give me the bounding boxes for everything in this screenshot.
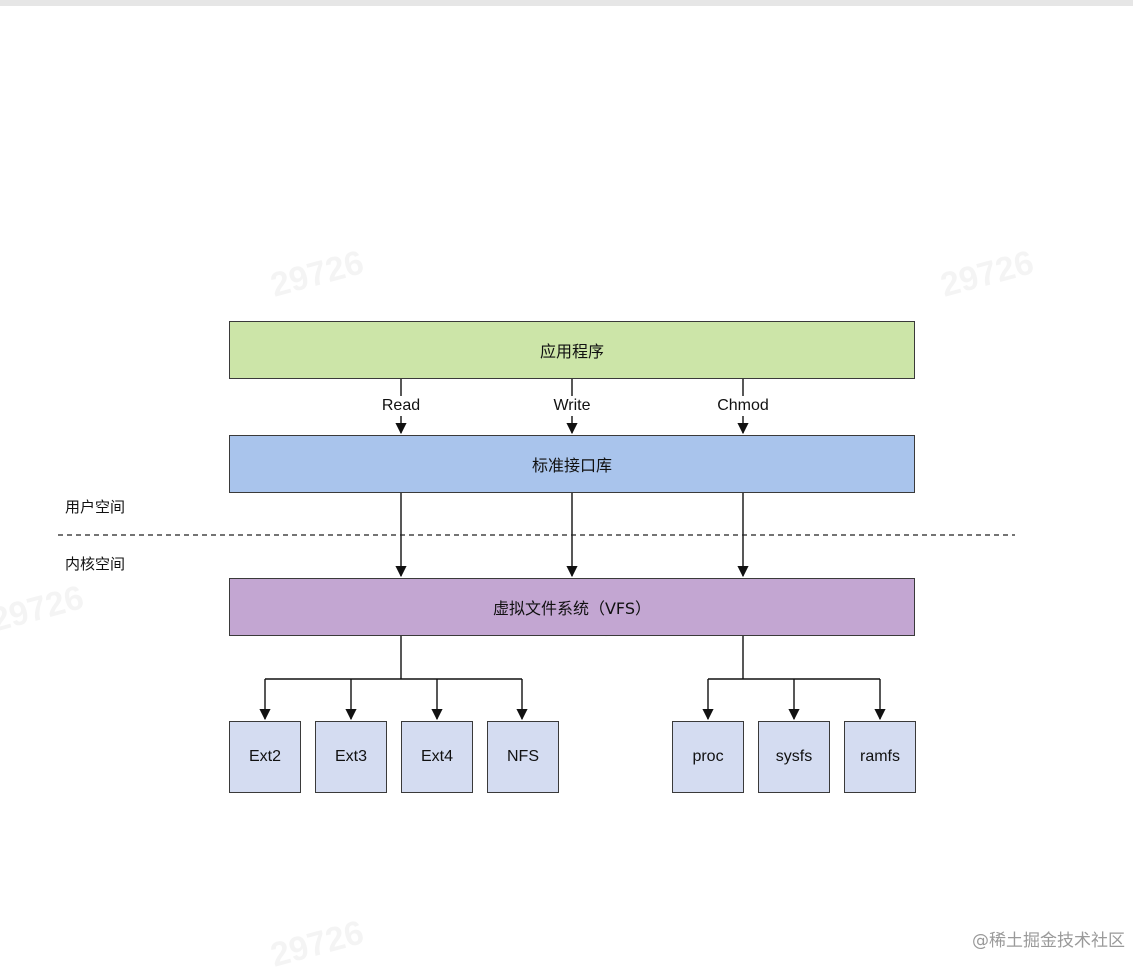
fs-node-sysfs: sysfs [758, 721, 830, 793]
fs-node-ramfs: ramfs [844, 721, 916, 793]
fs-node-label: sysfs [775, 748, 813, 765]
app-node-label: 应用程序 [539, 342, 604, 361]
top-bar [0, 0, 1133, 6]
vfs-node: 虚拟文件系统（VFS） [229, 578, 915, 636]
fs-node-label: NFS [507, 748, 539, 765]
kernel-space-label: 内核空间 [65, 555, 126, 573]
fs-node-proc: proc [672, 721, 744, 793]
fs-node-label: Ext4 [420, 748, 453, 765]
fs-node-label: Ext2 [248, 748, 281, 765]
branch-vfs-to-disk-fs [265, 636, 522, 680]
op-chmod-label: Chmod [715, 396, 771, 416]
source-credit: @稀土掘金技术社区 [972, 931, 1125, 951]
app-node: 应用程序 [229, 321, 915, 379]
vfs-node-label: 虚拟文件系统（VFS） [492, 599, 652, 618]
fs-node-ext3: Ext3 [315, 721, 387, 793]
fs-node-ext4: Ext4 [401, 721, 473, 793]
fs-node-ext2: Ext2 [229, 721, 301, 793]
fs-node-label: ramfs [860, 748, 900, 765]
diagram-connectors [58, 379, 1015, 721]
user-space-label: 用户空间 [65, 498, 126, 516]
op-read-label: Read [379, 396, 423, 416]
stdlib-node-label: 标准接口库 [531, 456, 612, 475]
fs-node-label: proc [692, 748, 724, 765]
branch-vfs-to-virtual-fs [708, 636, 880, 680]
fs-node-label: Ext3 [334, 748, 367, 765]
op-write-label: Write [551, 396, 593, 416]
fs-node-nfs: NFS [487, 721, 559, 793]
stdlib-node: 标准接口库 [229, 435, 915, 493]
